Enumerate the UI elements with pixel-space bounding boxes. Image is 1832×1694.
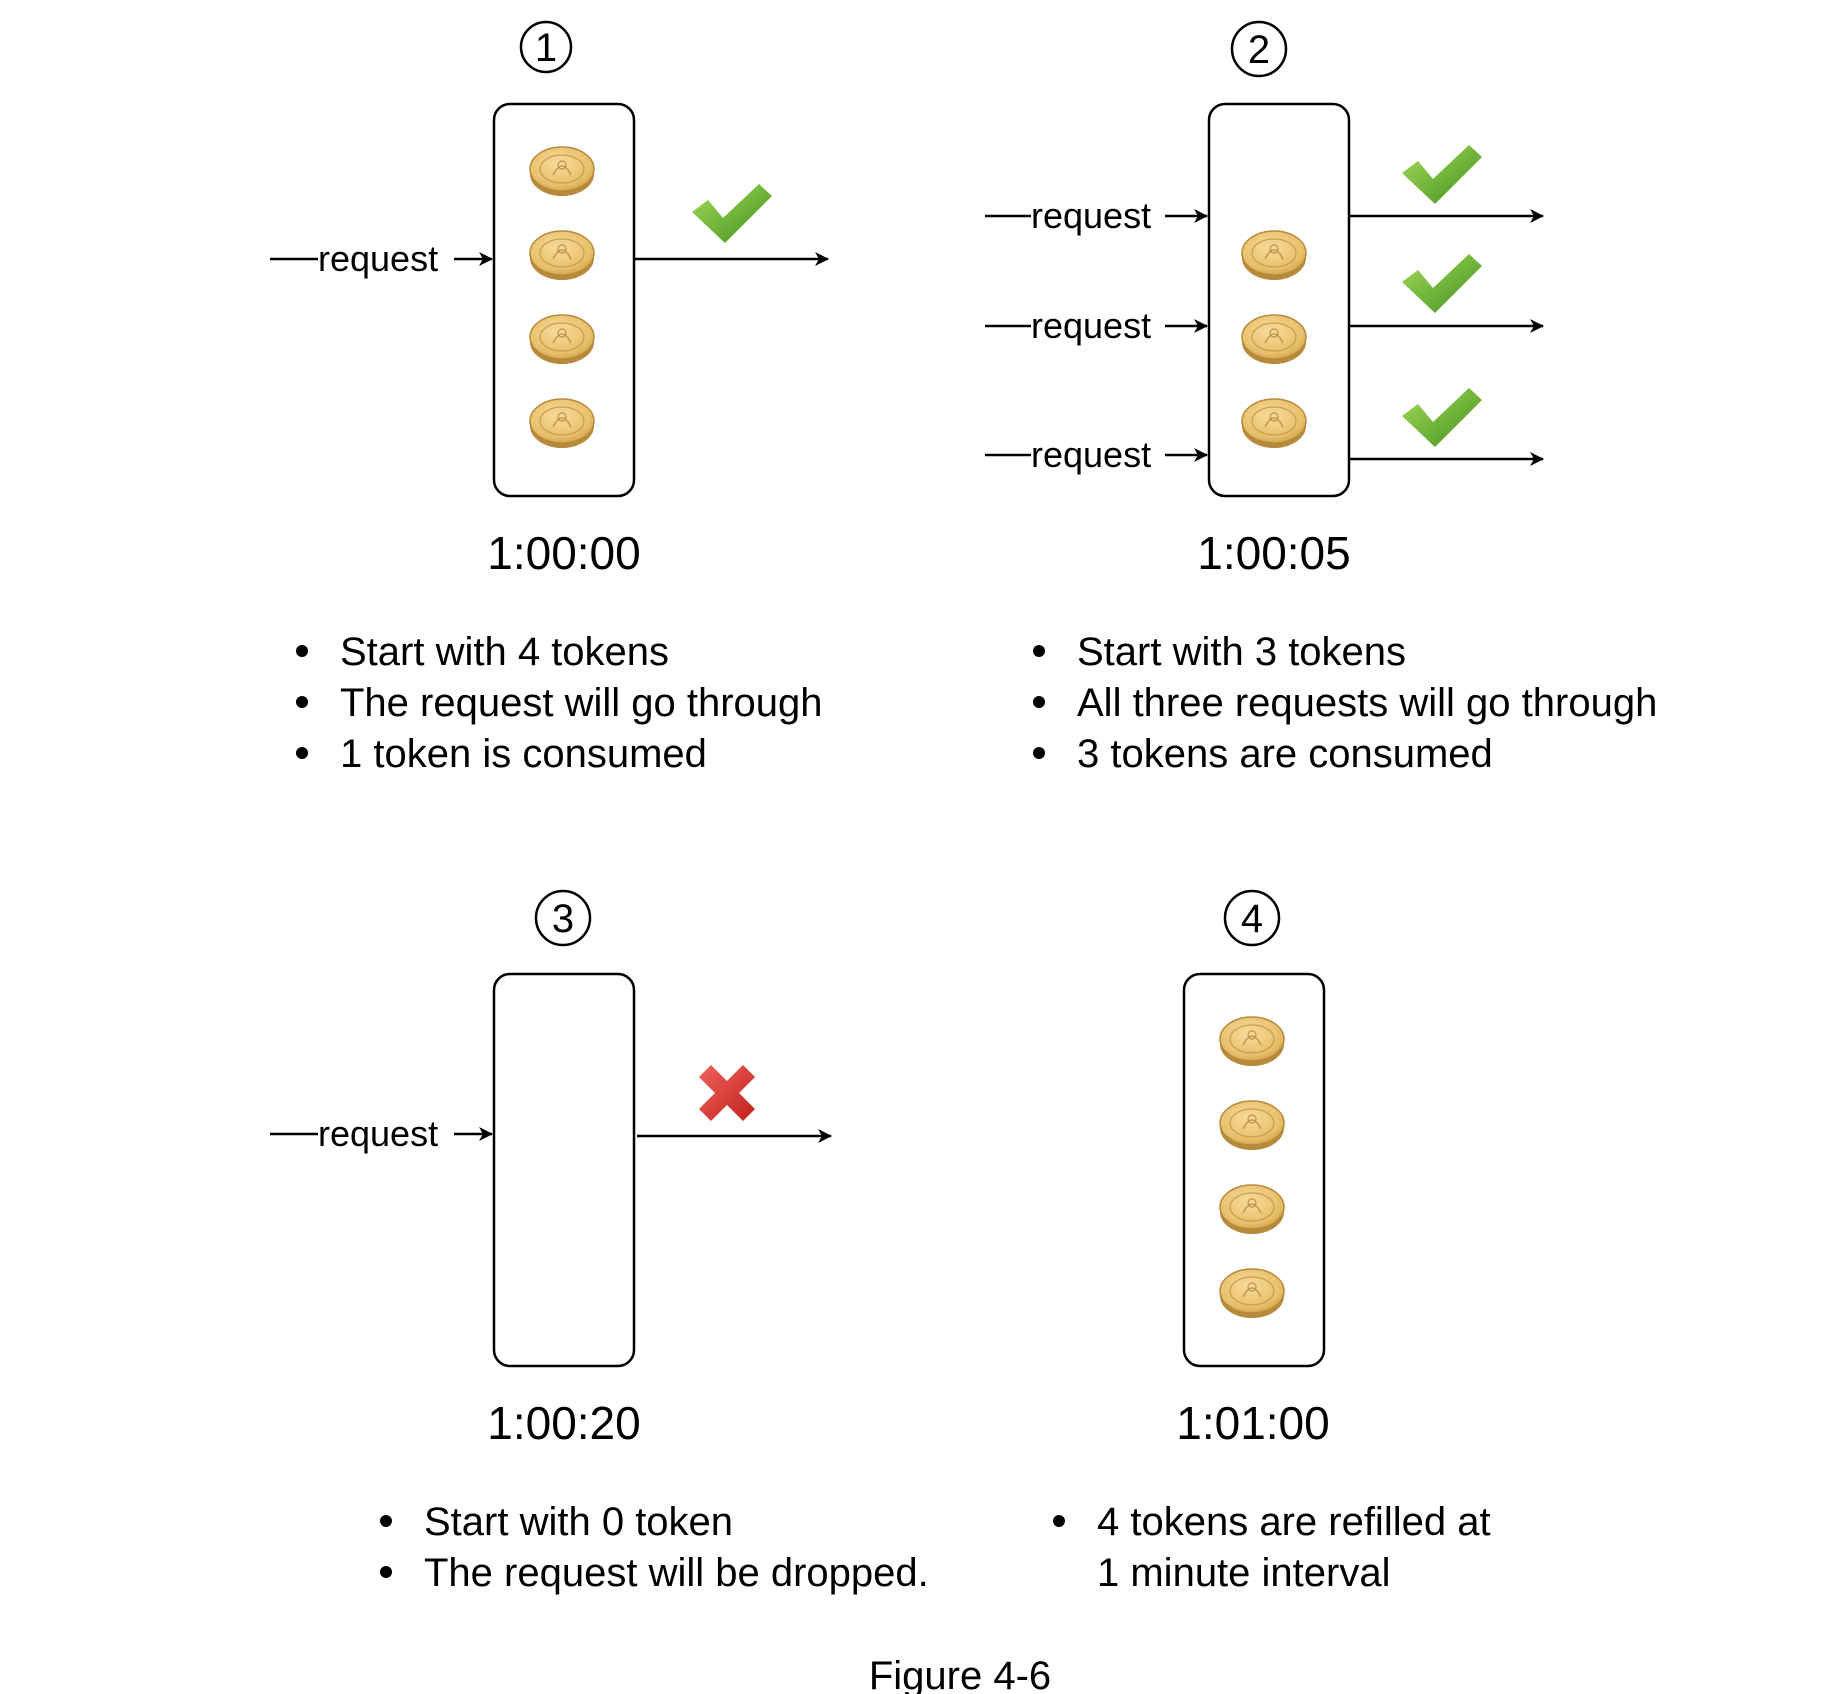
panel-1: 1 request 1:00:00 Start with 4 tokens Th… <box>270 20 829 776</box>
gold-coin-icon <box>1219 1016 1285 1066</box>
token-bucket <box>492 972 636 1368</box>
bullet-list: 4 tokens are refilled at 1 minute interv… <box>1053 1500 1491 1595</box>
step-number: 2 <box>1248 28 1270 72</box>
request-row: request <box>985 145 1544 236</box>
red-x-icon <box>699 1065 755 1121</box>
request-label: request <box>318 238 438 279</box>
bullet-item: 4 tokens are refilled at <box>1097 1500 1491 1544</box>
bullet-dot <box>380 1515 392 1527</box>
bullet-item-continuation: 1 minute interval <box>1097 1551 1390 1595</box>
bullet-dot <box>1033 747 1045 759</box>
bullet-list: Start with 4 tokens The request will go … <box>296 630 823 776</box>
bullet-dot <box>380 1566 392 1578</box>
bullet-item: Start with 0 token <box>424 1500 733 1544</box>
step-number: 1 <box>535 26 557 70</box>
bullet-item: All three requests will go through <box>1077 681 1657 725</box>
timestamp: 1:00:05 <box>1197 527 1350 579</box>
bullet-dot <box>296 747 308 759</box>
token-bucket <box>1207 102 1351 498</box>
token-stack <box>1241 230 1307 448</box>
timestamp: 1:01:00 <box>1176 1397 1329 1449</box>
step-number: 3 <box>552 897 574 941</box>
bullet-dot <box>1033 645 1045 657</box>
bullet-item: Start with 3 tokens <box>1077 630 1406 674</box>
step-number-circle <box>519 20 573 74</box>
gold-coin-icon <box>529 398 595 448</box>
timestamp: 1:00:20 <box>487 1397 640 1449</box>
request-label: request <box>318 1113 438 1154</box>
bullet-item: 3 tokens are consumed <box>1077 732 1493 776</box>
token-bucket <box>492 102 636 498</box>
gold-coin-icon <box>529 230 595 280</box>
gold-coin-icon <box>1241 314 1307 364</box>
bullet-dot <box>296 645 308 657</box>
bullet-item: 1 token is consumed <box>340 732 707 776</box>
bullet-item: The request will be dropped. <box>424 1551 929 1595</box>
request-label: request <box>1031 305 1151 346</box>
gold-coin-icon <box>1241 230 1307 280</box>
bullet-list: Start with 0 token The request will be d… <box>380 1500 929 1595</box>
panel-2: 2 request request request 1:00:05 <box>985 20 1657 776</box>
panel-4: 4 1:01:00 4 tokens are refilled at 1 min… <box>1053 889 1491 1595</box>
bullet-dot <box>296 696 308 708</box>
green-checkmark-icon <box>692 184 772 243</box>
step-number-circle <box>1230 20 1288 78</box>
request-label: request <box>1031 195 1151 236</box>
gold-coin-icon <box>529 314 595 364</box>
step-number-circle <box>534 889 592 947</box>
gold-coin-icon <box>1219 1100 1285 1150</box>
request-row: request <box>985 254 1544 346</box>
figure-caption: Figure 4-6 <box>869 1654 1051 1694</box>
bullet-dot <box>1033 696 1045 708</box>
bullet-item: Start with 4 tokens <box>340 630 669 674</box>
token-bucket <box>1182 972 1326 1368</box>
bullet-list: Start with 3 tokens All three requests w… <box>1033 630 1657 776</box>
token-stack <box>1219 1016 1285 1318</box>
token-stack <box>529 146 595 448</box>
step-number: 4 <box>1241 897 1263 941</box>
gold-coin-icon <box>1241 398 1307 448</box>
green-checkmark-icon <box>1402 254 1482 313</box>
green-checkmark-icon <box>1402 145 1482 204</box>
gold-coin-icon <box>529 146 595 196</box>
panel-3: 3 request 1:00:20 Start with 0 token The… <box>270 889 929 1595</box>
request-label: request <box>1031 434 1151 475</box>
gold-coin-icon <box>1219 1268 1285 1318</box>
step-number-circle <box>1223 889 1281 947</box>
timestamp: 1:00:00 <box>487 527 640 579</box>
gold-coin-icon <box>1219 1184 1285 1234</box>
bullet-item: The request will go through <box>340 681 823 725</box>
green-checkmark-icon <box>1402 388 1482 447</box>
bullet-dot <box>1053 1515 1065 1527</box>
request-row: request <box>985 388 1544 475</box>
